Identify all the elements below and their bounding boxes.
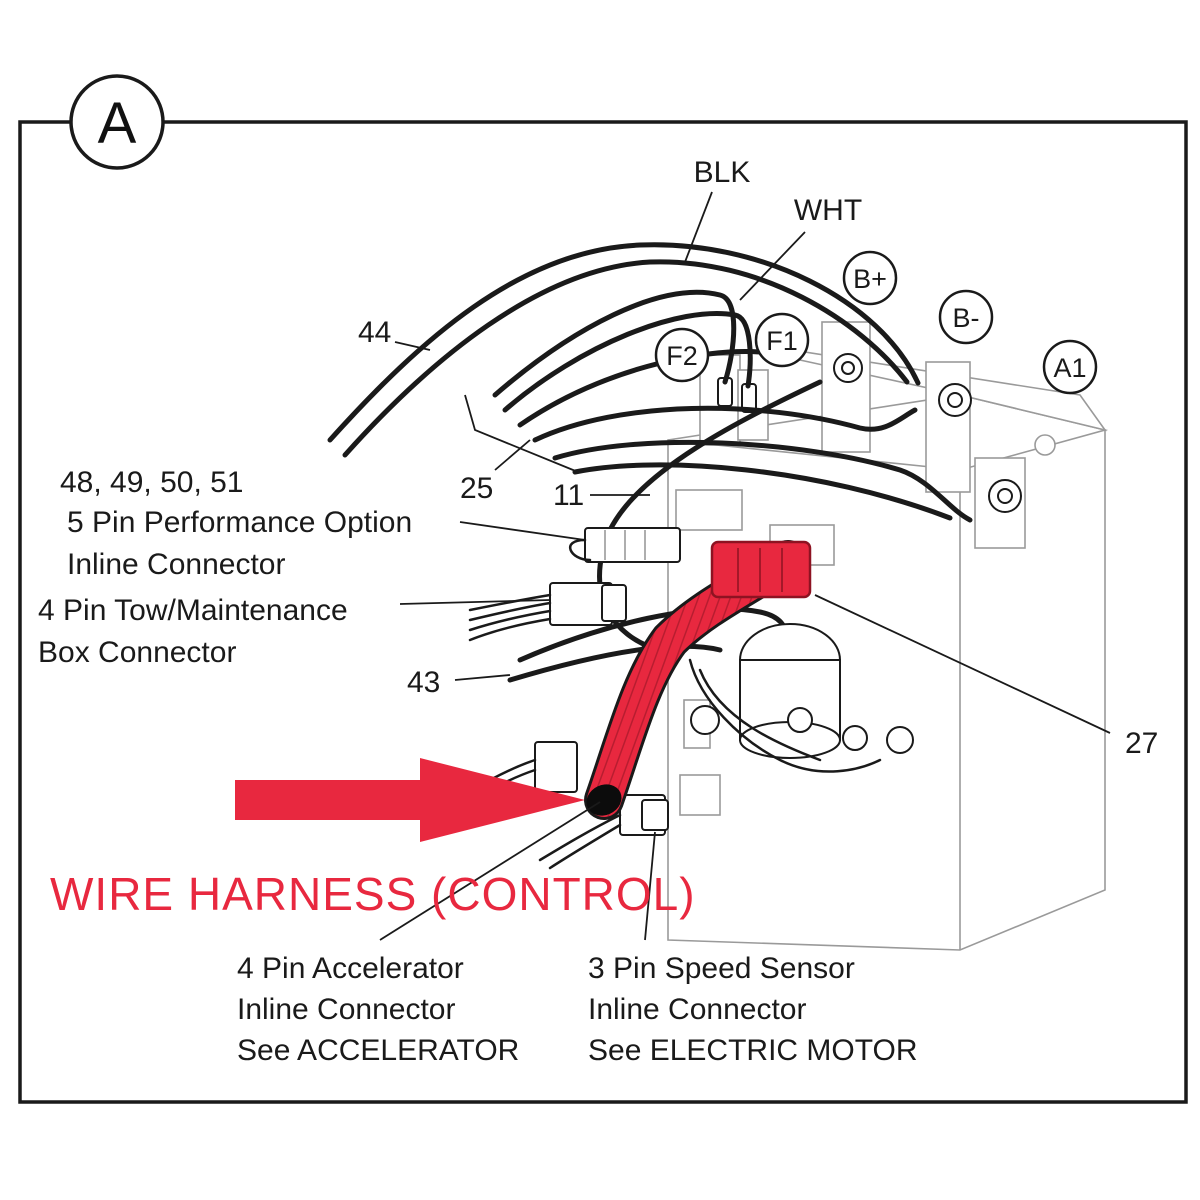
label-wht: WHT: [794, 194, 862, 227]
panel-badge: A: [69, 74, 165, 170]
wire-43: [507, 643, 723, 683]
accelerator-connector: [488, 741, 578, 793]
speed-sensor-label-2: Inline Connector: [588, 993, 806, 1026]
svg-text:F1: F1: [766, 326, 798, 356]
tow-label-2: Box Connector: [38, 636, 236, 669]
wire-11: [597, 379, 823, 653]
accelerator-label-3: See ACCELERATOR: [237, 1034, 519, 1067]
wire-44: [327, 242, 921, 443]
callout-43: 43: [407, 666, 440, 699]
svg-text:B-: B-: [953, 303, 980, 333]
accelerator-label-1: 4 Pin Accelerator: [237, 952, 464, 985]
panel-letter: A: [98, 91, 137, 156]
control-wire-harness[interactable]: [581, 540, 812, 821]
svg-text:A1: A1: [1053, 353, 1086, 383]
leader-lines: [379, 191, 1111, 941]
callout-44: 44: [358, 316, 391, 349]
label-blk: BLK: [694, 156, 751, 189]
callout-arrow: [235, 758, 585, 842]
speed-sensor-label-3: See ELECTRIC MOTOR: [588, 1034, 918, 1067]
solenoid-assembly: [688, 623, 914, 773]
speed-sensor-connector: [538, 794, 669, 870]
terminal-lugs: [717, 353, 1022, 513]
harness-connector-27[interactable]: [710, 540, 812, 599]
terminal-f2: F2: [654, 327, 710, 383]
harness-end: [586, 784, 622, 816]
tow-maintenance-connector: [468, 582, 627, 642]
terminal-a1: A1: [1042, 339, 1098, 395]
callout-27: 27: [1125, 727, 1158, 760]
controller-box: [667, 321, 1109, 951]
callout-11: 11: [553, 479, 584, 512]
wire-harness-label: WIRE HARNESS (CONTROL): [50, 868, 696, 920]
callout-48-51: 48, 49, 50, 51: [60, 466, 244, 499]
svg-text:B+: B+: [853, 264, 887, 294]
perf-option-label-1: 5 Pin Performance Option: [67, 506, 412, 539]
callout-25: 25: [460, 472, 493, 505]
diagram-frame: [18, 120, 1188, 1104]
wire-bundle: [327, 242, 973, 683]
perf-option-label-2: Inline Connector: [67, 548, 285, 581]
terminal-b-minus: B-: [938, 289, 994, 345]
terminal-b-plus: B+: [842, 250, 898, 306]
tow-label-1: 4 Pin Tow/Maintenance: [38, 594, 348, 627]
accelerator-label-2: Inline Connector: [237, 993, 455, 1026]
svg-text:F2: F2: [666, 341, 698, 371]
speed-sensor-label-1: 3 Pin Speed Sensor: [588, 952, 855, 985]
perf-option-connector: [568, 527, 681, 563]
terminal-f1: F1: [754, 312, 810, 368]
